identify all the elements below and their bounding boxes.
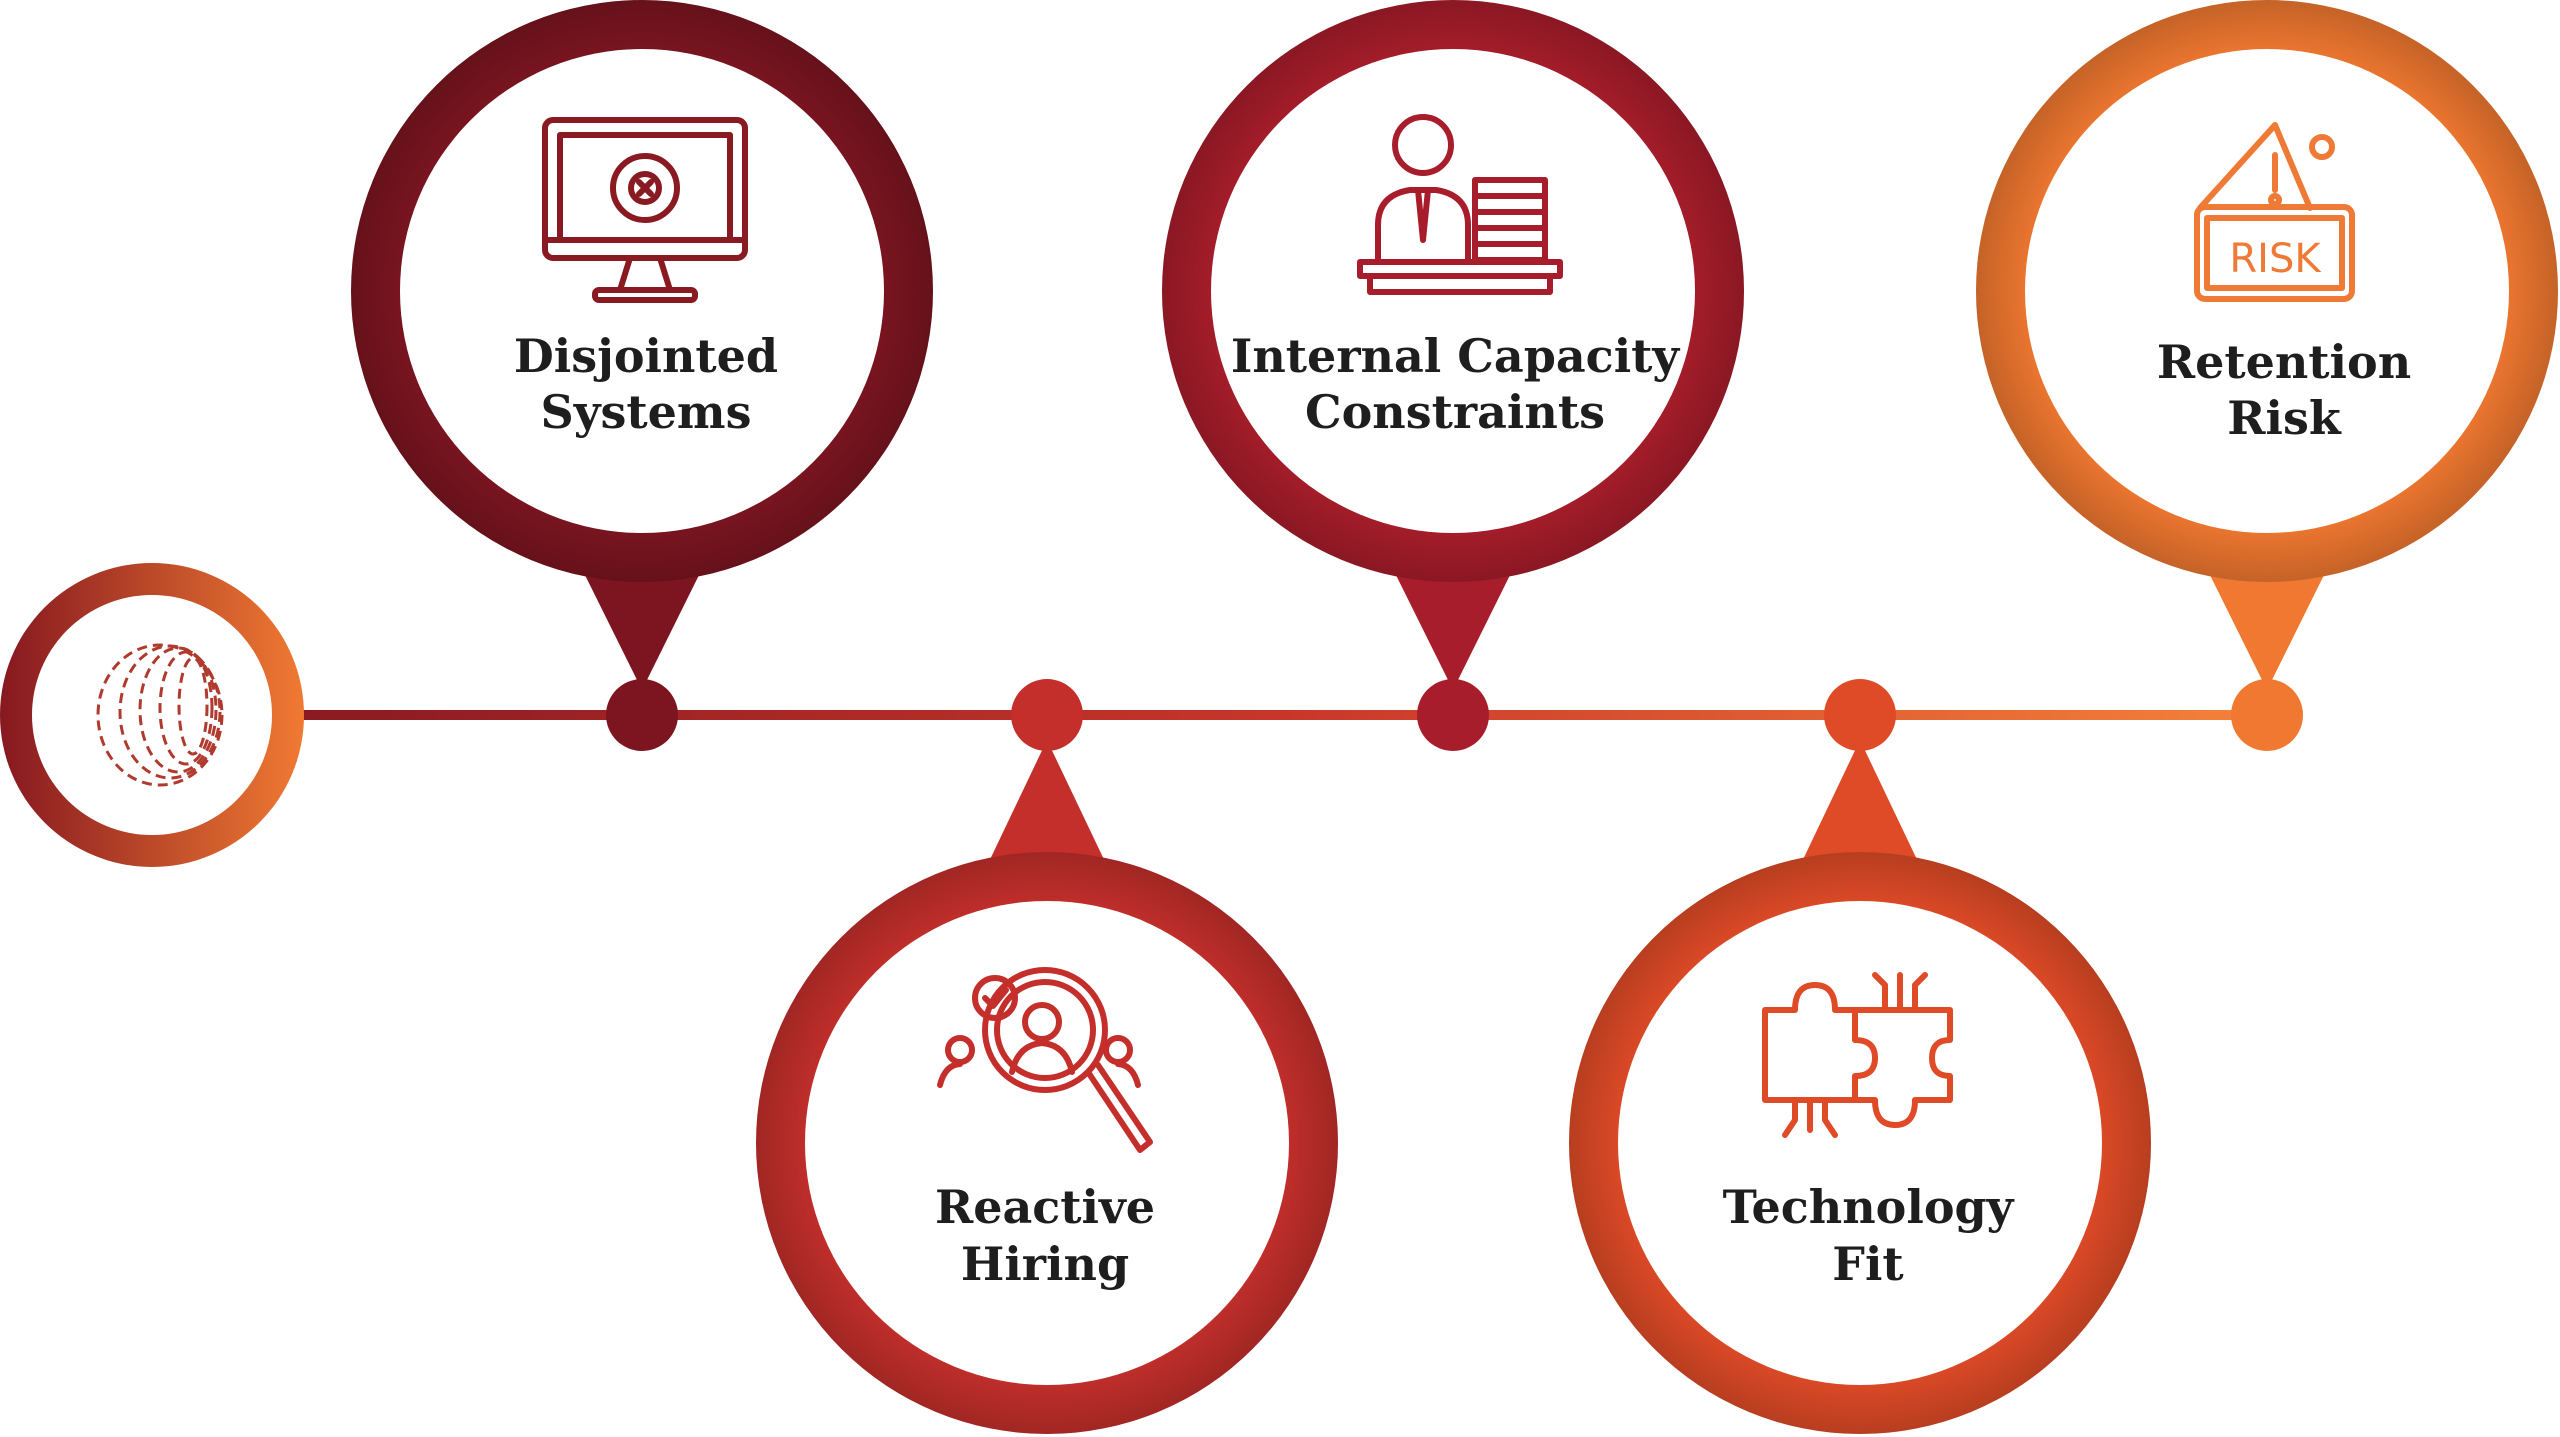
globe-logo-icon <box>96 643 224 787</box>
pin-label-line1: Technology <box>1723 1180 2015 1234</box>
puzzle-circuit-icon <box>1762 972 1953 1138</box>
pin-retention-risk: RISK Retention Risk <box>1976 0 2558 751</box>
monitor-error-gear-icon <box>542 117 748 303</box>
timeline-node <box>1011 679 1083 751</box>
logo-badge <box>0 563 304 867</box>
timeline-node <box>1824 679 1896 751</box>
worker-paperwork-icon <box>1357 114 1563 295</box>
pin-label-line1: Internal Capacity <box>1231 329 1681 383</box>
risk-sign-text: RISK <box>2229 236 2322 282</box>
pin-label-line1: Disjointed <box>514 329 778 383</box>
timeline-node <box>1417 679 1489 751</box>
pin-internal-capacity-constraints: Internal Capacity Constraints <box>1162 0 1744 751</box>
pin-label-line1: Reactive <box>935 1180 1155 1234</box>
timeline-node <box>2231 679 2303 751</box>
pin-reactive-hiring: Reactive Hiring <box>756 679 1338 1434</box>
pin-label-line2: Fit <box>1832 1237 1904 1291</box>
pin-technology-fit: Technology Fit <box>1569 679 2151 1434</box>
pin-label-line1: Retention <box>2157 335 2411 389</box>
candidate-search-icon <box>937 967 1153 1153</box>
pin-label-line2: Systems <box>541 385 752 439</box>
pin-label-line2: Risk <box>2227 391 2342 445</box>
timeline-node <box>606 679 678 751</box>
risk-sign-icon: RISK <box>2194 122 2355 302</box>
pin-disjointed-systems: Disjointed Systems <box>351 0 933 751</box>
pin-label-line2: Constraints <box>1305 385 1605 439</box>
timeline-line <box>300 710 2267 720</box>
pin-label-line2: Hiring <box>961 1237 1129 1291</box>
